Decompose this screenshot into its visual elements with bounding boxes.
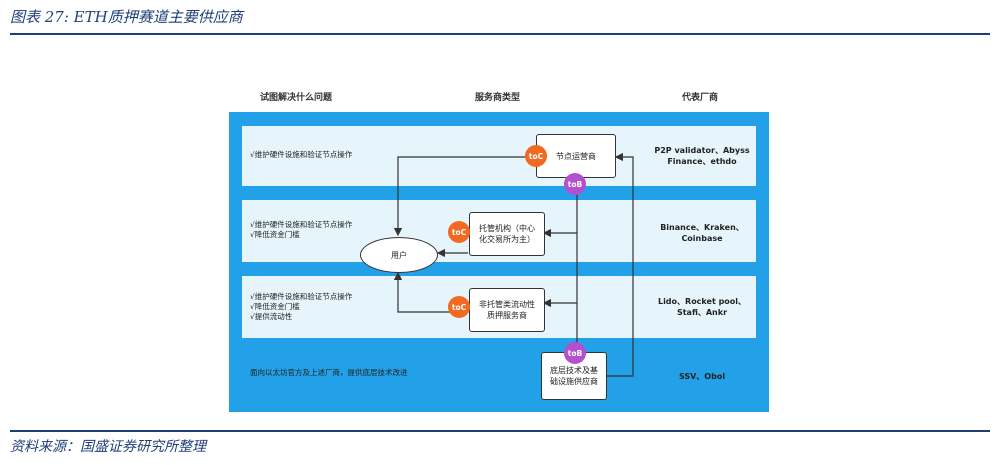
badge-tob-infrastructure: toB [564,342,586,364]
badge-toc-custodian: toC [448,221,470,243]
badge-toc-node-operator: toC [525,145,547,167]
vendors-custodian: Binance、Kraken、 Coinbase [660,223,744,243]
column-header-problem: 试图解决什么问题 [260,93,333,103]
bottom-rule [10,430,990,432]
column-header-vendor: 代表厂商 [682,93,719,103]
top-rule [10,33,990,35]
vendors-liquid-staking: Lido、Rocket pool、 Stafi、Ankr [657,297,747,317]
badge-tob-node-operator: toB [564,173,586,195]
user-node-label: 用户 [391,250,407,260]
column-header-type: 服务商类型 [475,93,521,103]
row-reasons-node-operator: √维护硬件设施和验证节点操作 [250,150,353,159]
row-reasons-custodian: √维护硬件设施和验证节点操作 √降低资金门槛 [250,220,353,239]
row-reasons-liquid-staking: √维护硬件设施和验证节点操作 √降低资金门槛 √提供流动性 [250,292,353,321]
vendors-node-operator: P2P validator、Abyss Finance、ethdo [654,146,750,166]
box-node-operator: 节点运营商 [536,134,616,178]
box-custodian: 托管机构（中心 化交易所为主） [469,212,545,256]
badge-toc-liquid-staking: toC [448,296,470,318]
vendors-infrastructure: SSV、Obol [678,372,726,381]
box-liquid-staking: 非托管类流动性 质押服务商 [469,288,545,332]
row-reasons-infrastructure: 面向以太坊官方及上述厂商，提供底层技术改进 [250,368,408,377]
figure-title: 图表 27: ETH质押赛道主要供应商 [10,8,243,26]
user-node: 用户 [360,237,438,273]
row-band-node-operator [242,126,756,186]
source-note: 资料来源：国盛证券研究所整理 [10,439,206,455]
